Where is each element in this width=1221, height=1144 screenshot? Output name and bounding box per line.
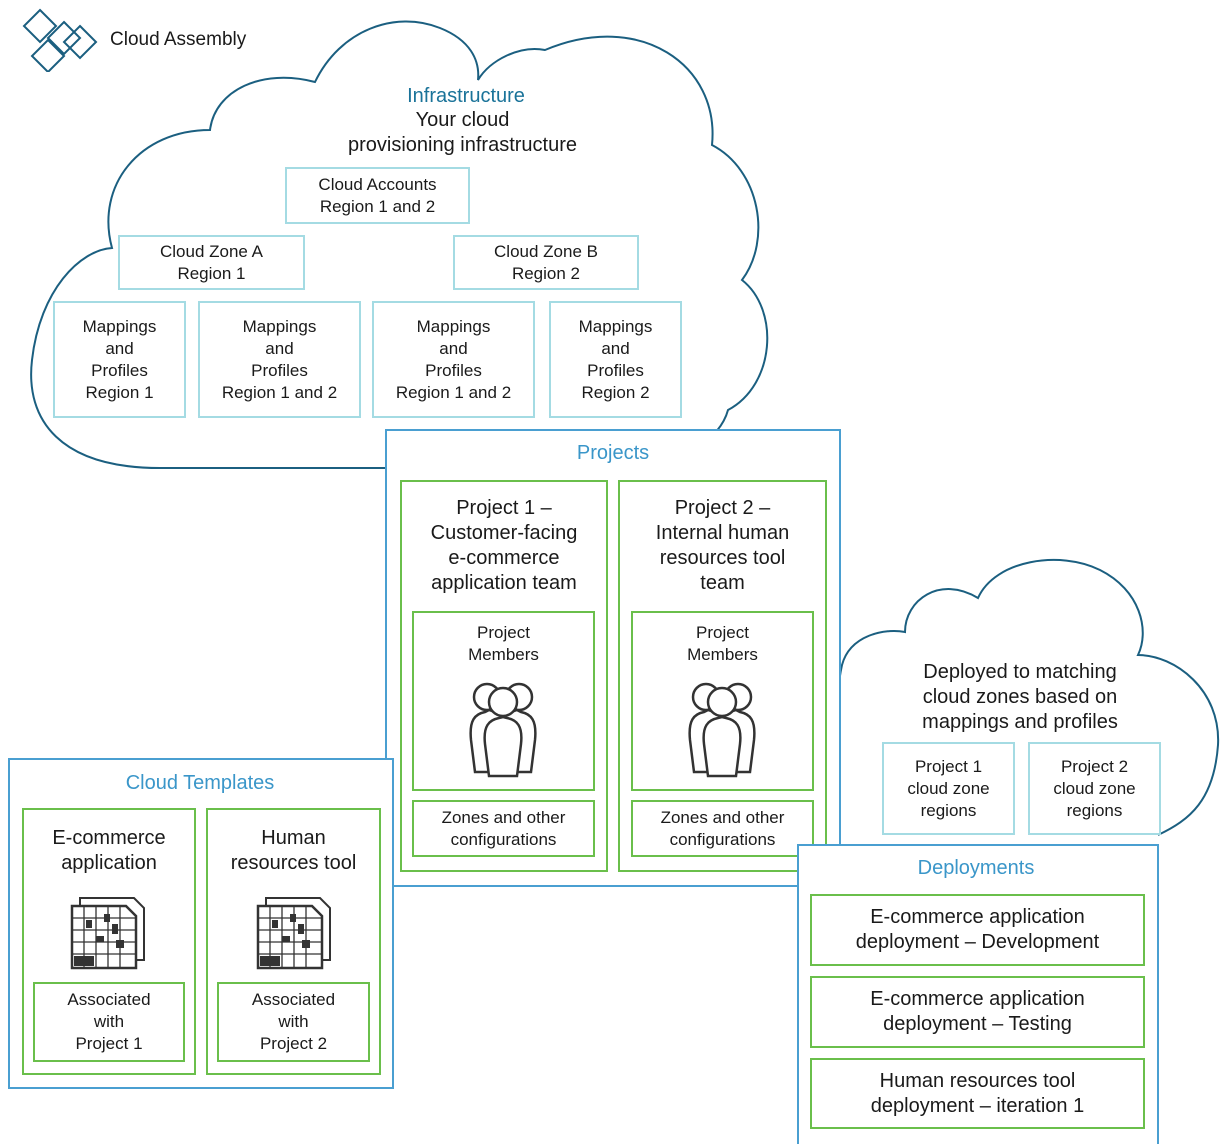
cloud-accounts-box: Cloud Accounts Region 1 and 2	[285, 167, 470, 224]
deployment-item: E-commerce application deployment – Test…	[810, 976, 1145, 1048]
cloud-zone-b-box: Cloud Zone B Region 2	[453, 235, 639, 290]
infrastructure-subtitle: Your cloud provisioning infrastructure	[348, 109, 577, 156]
template-association-box: Associated with Project 2	[217, 982, 370, 1062]
project-members-label: Project Members	[468, 623, 539, 664]
project-members-label: Project Members	[687, 623, 758, 664]
project-title: Project 1 – Customer-facing e-commerce a…	[430, 497, 578, 594]
deployed-cloud-text: Deployed to matching cloud zones based o…	[922, 661, 1118, 733]
app-title: Cloud Assembly	[110, 29, 247, 50]
deployment-item: E-commerce application deployment – Deve…	[810, 894, 1145, 966]
deployments-heading: Deployments	[917, 857, 1035, 879]
project-title: Project 2 – Internal human resources too…	[655, 497, 790, 594]
template-association-box: Associated with Project 1	[33, 982, 185, 1062]
template-title: Human resources tool	[230, 827, 357, 874]
blueprint-document-icon	[256, 896, 334, 970]
mappings-profiles-box: Mappings and Profiles Region 2	[549, 301, 682, 418]
cloud-zone-a-box: Cloud Zone A Region 1	[118, 235, 305, 290]
project-zones-box: Zones and other configurations	[412, 800, 595, 857]
cloud-assembly-diamond-logo-icon	[22, 8, 98, 74]
project-2-regions-box: Project 2 cloud zone regions	[1028, 742, 1161, 835]
mappings-profiles-box: Mappings and Profiles Region 1	[53, 301, 186, 418]
projects-heading: Projects	[576, 442, 650, 464]
mappings-profiles-box: Mappings and Profiles Region 1 and 2	[372, 301, 535, 418]
people-group-icon	[465, 680, 541, 778]
people-group-icon	[684, 680, 760, 778]
project-zones-box: Zones and other configurations	[631, 800, 814, 857]
blueprint-document-icon	[70, 896, 148, 970]
app-logo	[20, 6, 102, 74]
cloud-templates-heading: Cloud Templates	[125, 772, 275, 794]
template-title: E-commerce application	[52, 827, 166, 874]
project-1-regions-box: Project 1 cloud zone regions	[882, 742, 1015, 835]
deployment-item: Human resources tool deployment – iterat…	[810, 1058, 1145, 1129]
infrastructure-heading: Infrastructure	[407, 85, 525, 107]
mappings-profiles-box: Mappings and Profiles Region 1 and 2	[198, 301, 361, 418]
